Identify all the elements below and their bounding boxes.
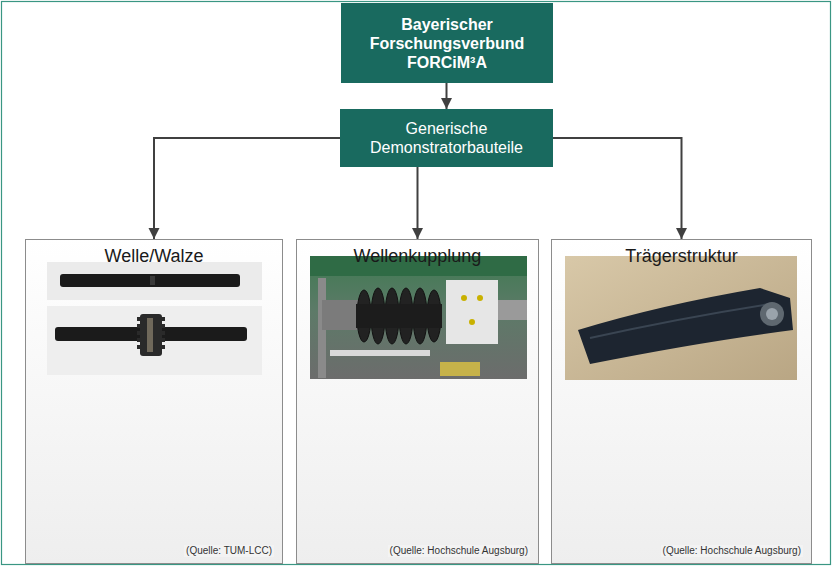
panel-ground	[25, 239, 283, 564]
coupling-photo	[310, 256, 527, 379]
research-network-box: Bayerischer Forschungsverbund FORCiM³A	[341, 3, 553, 83]
shaft-photo	[47, 262, 262, 300]
panel-ground	[551, 239, 812, 564]
connector-arrow	[441, 83, 452, 109]
panel-heading: Wellenkupplung	[297, 246, 538, 267]
component-panel: Welle/Walze (Quelle: TUM-LCC)	[25, 239, 283, 564]
panel-ground	[296, 239, 539, 564]
source-note: (Quelle: Hochschule Augsburg)	[661, 545, 803, 557]
box-label: Generische Demonstratorbauteile	[360, 119, 533, 157]
component-panel: Trägerstruktur (Quelle: Hochschule Augsbu…	[551, 239, 812, 564]
gear-shaft-photo	[47, 306, 262, 375]
box-label: Bayerischer Forschungsverbund FORCiM³A	[361, 15, 533, 72]
beam-photo	[565, 256, 797, 380]
connector-arrow	[553, 138, 687, 239]
source-note: (Quelle: TUM-LCC)	[184, 545, 274, 557]
demonstrator-box: Generische Demonstratorbauteile	[340, 109, 553, 167]
component-panel: Wellenkupplung (Quelle: Hochschule Augsbu…	[296, 239, 539, 564]
connector-arrow	[149, 138, 341, 239]
panel-heading: Trägerstruktur	[552, 246, 811, 267]
panel-heading: Welle/Walze	[26, 246, 282, 267]
connector-arrow	[412, 167, 423, 239]
source-note: (Quelle: Hochschule Augsburg)	[388, 545, 530, 557]
